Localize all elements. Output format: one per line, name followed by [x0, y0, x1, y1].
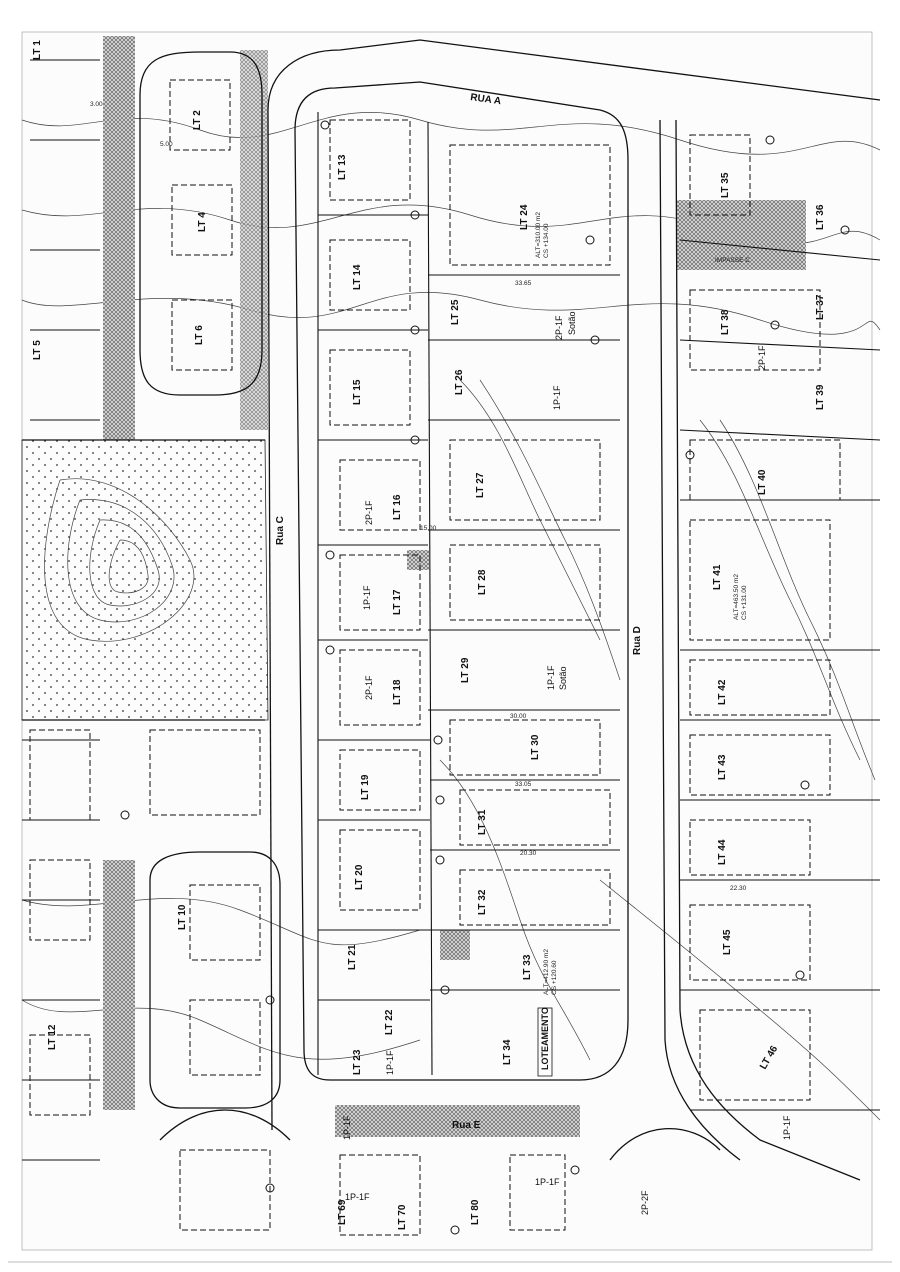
- lot-label-lt2: LT 2: [192, 110, 203, 130]
- lot-label-lt34: LT 34: [502, 1039, 513, 1065]
- lot-label-lt38: LT 38: [720, 309, 731, 335]
- floor-note: 1P-1F: [345, 1192, 370, 1202]
- lot-label-lt1: LT 1: [32, 40, 43, 60]
- lot-label-lt23: LT 23: [352, 1049, 363, 1075]
- lot-label-lt41: LT 41: [712, 564, 723, 590]
- lot-label-lt28: LT 28: [477, 569, 488, 595]
- floor-note: 1P-1F: [535, 1177, 560, 1187]
- lot-label-lt4: LT 4: [197, 212, 208, 232]
- lot-label-lt22: LT 22: [384, 1009, 395, 1035]
- lot-label-lt27: LT 27: [475, 472, 486, 498]
- lot-label-lt69: LT 69: [337, 1199, 348, 1225]
- lot-label-lt17: LT 17: [392, 589, 403, 615]
- lot-label-lt18: LT 18: [392, 679, 403, 705]
- lot-label-lt29: LT 29: [460, 657, 471, 683]
- area-annotation: ALT=463.50 m2: [733, 574, 740, 620]
- lot-label-lt70: LT 70: [397, 1204, 408, 1230]
- floor-note: Sotão: [558, 666, 568, 690]
- street-label-rua-c: Rua C: [275, 516, 286, 545]
- lot-label-lt44: LT 44: [717, 839, 728, 865]
- area-annotation: CS +131.00: [741, 585, 748, 620]
- lot-label-lt16: LT 16: [392, 494, 403, 520]
- lot-label-lt42: LT 42: [717, 679, 728, 705]
- building-footprints: [29, 79, 841, 1236]
- area-annotation: ALT=412.90 m2: [543, 949, 550, 995]
- lot-label-lt37: LT 37: [815, 294, 826, 320]
- area-annotation: ALT=310.00 m2: [535, 212, 542, 258]
- lot-label-lt12: LT 12: [47, 1024, 58, 1050]
- road-kerbs: [22, 39, 881, 1181]
- floor-note: 2P-1F: [757, 345, 767, 370]
- lot-label-lt36: LT 36: [815, 204, 826, 230]
- loteamento-box: [537, 1007, 553, 1077]
- dimension-label: 15.00: [420, 525, 437, 532]
- area-annotations: ALT=310.00 m2 CS +134.00 ALT=463.50 m2 C…: [535, 212, 748, 995]
- dimension-label: 3.00: [90, 101, 103, 108]
- dimension-label: 30.00: [510, 713, 527, 720]
- lot-label-lt6: LT 6: [194, 325, 205, 345]
- street-labels: RUA A Rua C Rua D Rua E IMPASSE C: [275, 92, 750, 1131]
- lot-label-lt10: LT 10: [177, 904, 188, 930]
- lot-label-lt5: LT 5: [32, 340, 43, 360]
- lot-label-lt33: LT 33: [522, 954, 533, 980]
- dimension-labels: 5.00 3.00 30.00 33.05 20.30 15.00 33.65 …: [90, 101, 747, 892]
- green-area: [21, 439, 269, 721]
- street-label-rua-a: RUA A: [470, 92, 502, 107]
- lot-label-lt24: LT 24: [519, 204, 530, 230]
- lot-label-lt21: LT 21: [347, 944, 358, 970]
- dimension-label: 33.65: [515, 280, 532, 287]
- lot-label-lt26: LT 26: [454, 369, 465, 395]
- street-label-rua-e: Rua E: [452, 1120, 481, 1131]
- lot-label-lt20: LT 20: [354, 864, 365, 890]
- floor-notes: 2P-1F 1P-1F 2P-1F 1P-1F Sotão 1P-1F Sotã…: [342, 311, 792, 1215]
- floor-note: 1P-1F: [782, 1115, 792, 1140]
- floor-note: 1P-1F: [362, 585, 372, 610]
- parcel-boundaries: [22, 59, 881, 1161]
- floor-note: Sotão: [567, 311, 577, 335]
- street-label-impasse-c: IMPASSE C: [715, 257, 750, 264]
- lot-label-lt31: LT 31: [477, 809, 488, 835]
- dimension-label: 22.30: [730, 885, 747, 892]
- lot-label-lt25: LT 25: [450, 299, 461, 325]
- lot-label-lt40: LT 40: [757, 469, 768, 495]
- floor-note: 1P-1F: [546, 665, 556, 690]
- floor-note: 2P-1F: [364, 675, 374, 700]
- area-annotation: CS +134.00: [543, 223, 550, 258]
- dimension-label: 5.00: [160, 141, 173, 148]
- lot-label-lt13: LT 13: [337, 154, 348, 180]
- lot-label-lt39: LT 39: [815, 384, 826, 410]
- lot-label-lt45: LT 45: [722, 929, 733, 955]
- floor-note: 2P-1F: [364, 500, 374, 525]
- dimension-label: 33.05: [515, 781, 532, 788]
- lot-label-lt30: LT 30: [530, 734, 541, 760]
- lot-label-lt35: LT 35: [720, 172, 731, 198]
- floor-note: 1P-1F: [385, 1050, 395, 1075]
- floor-note: 2P-1F: [554, 315, 564, 340]
- floor-note: 1P-1F: [552, 385, 562, 410]
- loteamento-label: LOTEAMENTO: [540, 1007, 550, 1070]
- lot-label-lt14: LT 14: [352, 264, 363, 290]
- dimension-label: 20.30: [520, 850, 537, 857]
- lot-label-lt19: LT 19: [360, 774, 371, 800]
- lot-label-lt15: LT 15: [352, 379, 363, 405]
- lot-label-lt43: LT 43: [717, 754, 728, 780]
- floor-note: 1P-1F: [342, 1115, 352, 1140]
- lot-label-lt80: LT 80: [470, 1199, 481, 1225]
- lot-label-lt32: LT 32: [477, 889, 488, 915]
- area-annotation: CS +120.60: [551, 960, 558, 995]
- street-label-rua-d: Rua D: [632, 626, 643, 655]
- floor-note: 2P-2F: [640, 1190, 650, 1215]
- lot-labels: LT 1 LT 2 LT 4 LT 5 LT 6 LT 10 LT 12 LT …: [32, 40, 826, 1230]
- road-verges: [103, 36, 806, 1137]
- survey-markers: [120, 120, 850, 1235]
